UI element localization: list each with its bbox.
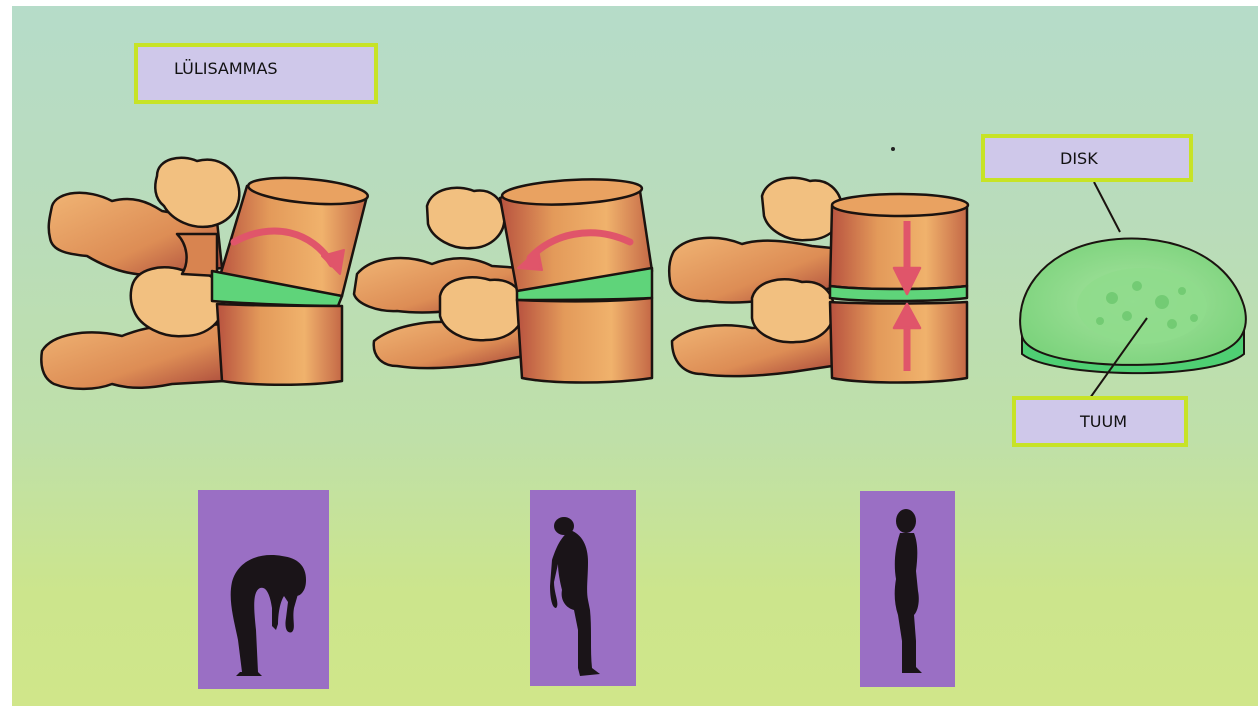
pose-panel-backward-bend (530, 490, 636, 686)
articular-facet-upper (427, 188, 504, 248)
vertebra-neutral (669, 178, 968, 383)
articular-facet-lower (440, 277, 524, 340)
disk-leader-line (1094, 182, 1120, 232)
forward-bend-silhouette (198, 490, 329, 689)
intervertebral-disc-neutral (830, 286, 967, 301)
upright-silhouette (860, 491, 955, 687)
disk-label: DISK (981, 134, 1193, 182)
spine-label-text: LÜLISAMMAS (174, 59, 278, 78)
vertebra-extension (354, 176, 652, 382)
nucleus-label: TUUM (1012, 396, 1188, 447)
vertebra-flexion (41, 158, 368, 389)
vertebral-body-lower (517, 298, 652, 383)
articular-facet-lower (752, 279, 834, 342)
pose-panel-upright (860, 491, 955, 687)
vertebral-body-lower (830, 302, 967, 383)
speck (891, 147, 895, 151)
diagram-canvas: LÜLISAMMAS DISK TUUM (12, 6, 1258, 706)
spine-label: LÜLISAMMAS (134, 43, 378, 104)
vertebral-body-lower (217, 304, 342, 385)
nucleus-pulposus (1077, 268, 1207, 344)
articular-facet-lower (131, 267, 224, 336)
disk-cross-section (1020, 182, 1246, 398)
backward-bend-silhouette (530, 490, 636, 686)
disk-label-text: DISK (1060, 149, 1098, 168)
nucleus-label-text: TUUM (1080, 412, 1127, 431)
pose-panel-forward-bend (198, 490, 329, 689)
vertebral-endplate-upper (832, 194, 968, 216)
